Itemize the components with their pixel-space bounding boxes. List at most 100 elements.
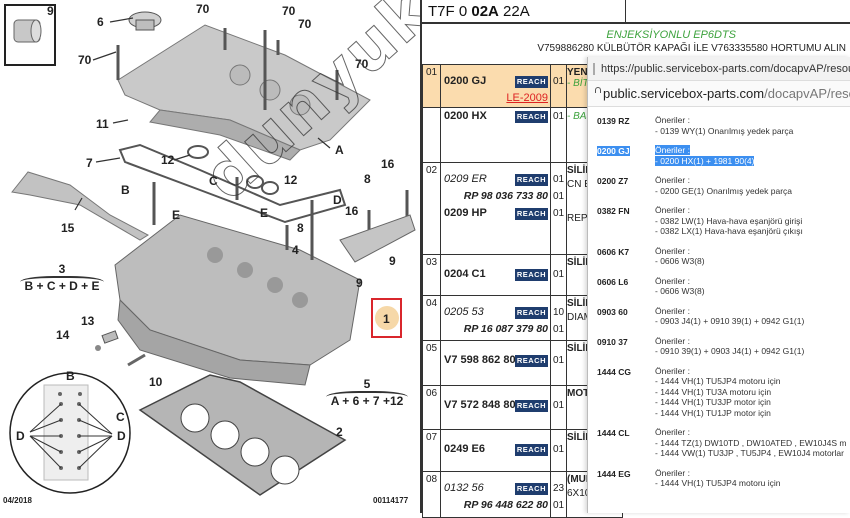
callout-9[interactable]: 9	[389, 254, 396, 268]
part-number[interactable]: 0205 53	[444, 306, 484, 318]
quantity: 01	[553, 355, 565, 366]
quantity: 01	[553, 500, 565, 511]
callout-13[interactable]: 13	[81, 314, 95, 328]
description: REPA	[567, 213, 594, 224]
callout-70[interactable]: 70	[282, 4, 296, 18]
reach-badge: REACH	[514, 444, 548, 456]
rp-number: RP 98 036 733 80	[463, 190, 548, 202]
part-number[interactable]: V7 572 848 80	[444, 399, 516, 411]
callout-15[interactable]: 15	[61, 221, 75, 235]
callout-12[interactable]: 12	[161, 153, 175, 167]
suggestion-code: 0200 GJ	[597, 146, 630, 156]
suggestion-item: 0903 60 Öneriler :- 0903 J4(1) + 0910 39…	[597, 305, 805, 327]
callout-6[interactable]: 6	[97, 15, 104, 29]
suggestion-code: 0606 L6	[597, 276, 629, 287]
suggestion-item: 0382 FN Öneriler :- 0382 LW(1) Hava-hava…	[597, 205, 803, 236]
position-cell: 03	[422, 254, 441, 296]
callout-12[interactable]: 12	[284, 173, 298, 187]
position-cell: 06	[422, 385, 441, 430]
reach-badge: REACH	[514, 208, 548, 220]
part-number[interactable]: 0204 C1	[444, 268, 486, 280]
description-title: MOTO	[567, 388, 597, 399]
callout-11[interactable]: 11	[96, 117, 109, 131]
callout-8[interactable]: 8	[364, 172, 371, 186]
instruction-note: V759886280 KÜLBÜTÖR KAPAĞI İLE V76333558…	[537, 43, 846, 54]
part-number[interactable]: 0209 ER	[444, 173, 487, 185]
quantity: 01	[553, 174, 565, 185]
suggestion-code: 1444 CG	[597, 366, 632, 377]
callout-9[interactable]: 9	[356, 276, 363, 290]
table-row[interactable]: 02 0209 ER REACH RP 98 036 733 80 0209 HP…	[422, 162, 623, 255]
reach-badge: REACH	[514, 355, 548, 367]
suggestion-code: 0606 K7	[597, 246, 630, 257]
address-bar[interactable]: public.servicebox-parts.com/docapvAP/res…	[588, 81, 850, 107]
part-number[interactable]: 0132 56	[444, 482, 484, 494]
part-number[interactable]: 0200 HX	[444, 110, 487, 122]
position-cell: 05	[422, 340, 441, 386]
callout-16[interactable]: 16	[345, 204, 359, 218]
suggestion-code: 0139 RZ	[597, 116, 630, 126]
engine-illustration	[9, 11, 416, 496]
suggestions-list: 0139 RZ Öneriler :- 0139 WY(1) Onarılmış…	[588, 107, 850, 489]
part-number[interactable]: V7 598 862 80	[444, 354, 516, 366]
callout-D[interactable]: D	[333, 193, 342, 207]
callout-70[interactable]: 70	[355, 57, 369, 71]
description-title: (MUL	[567, 474, 593, 485]
callout-A[interactable]: A	[335, 143, 344, 157]
position-cell: 02	[422, 162, 441, 255]
callout-E[interactable]: E	[172, 208, 181, 222]
quantity: 01	[553, 444, 565, 455]
callout-4[interactable]: 4	[292, 243, 299, 257]
callout-1[interactable]: 1	[383, 312, 390, 326]
description-title: SİLİN	[567, 165, 593, 176]
callout-8[interactable]: 8	[297, 221, 304, 235]
callout-9[interactable]: 9	[47, 4, 54, 18]
suggestion-code: 0903 60	[597, 306, 628, 317]
callout-14[interactable]: 14	[56, 328, 70, 342]
callout-2[interactable]: 2	[336, 425, 343, 439]
quantity: 01	[553, 400, 565, 411]
callout-B[interactable]: B	[121, 183, 130, 197]
callout-16[interactable]: 16	[381, 157, 395, 171]
rp-number: RP 96 448 622 80	[463, 499, 548, 511]
page-icon	[593, 62, 595, 75]
inset-label-D: D	[117, 429, 126, 443]
description-title: SİLİN	[567, 343, 593, 354]
diagram-date: 04/2018	[3, 496, 32, 505]
callout-70[interactable]: 70	[196, 2, 210, 16]
reach-badge: REACH	[514, 111, 548, 123]
callout-C[interactable]: C	[209, 174, 218, 188]
inset-label-B: B	[66, 369, 75, 383]
quantity: 01	[553, 269, 565, 280]
callout-70[interactable]: 70	[298, 17, 312, 31]
position-cell: 04	[422, 295, 441, 341]
description-title: YENİ	[567, 67, 591, 78]
callout-70[interactable]: 70	[78, 53, 92, 67]
reach-badge: REACH	[514, 269, 548, 281]
suggestion-code: 0382 FN	[597, 206, 630, 216]
suggestion-code: 0200 Z7	[597, 176, 629, 186]
suggestion-item: 0606 L6 Öneriler :- 0606 W3(8)	[597, 275, 705, 297]
rp-number: RP 16 087 379 80	[463, 323, 548, 335]
part-number[interactable]: 0209 HP	[444, 207, 487, 219]
catalog-reference: T7F 0 02A 22A	[422, 0, 626, 22]
callout-10[interactable]: 10	[149, 375, 163, 389]
le-link[interactable]: LE-2009	[506, 92, 548, 104]
suggestions-popup-window[interactable]: https://public.servicebox-parts.com/doca…	[587, 57, 850, 513]
callout-7[interactable]: 7	[86, 156, 93, 170]
description-title: SİLİN	[567, 257, 593, 268]
popup-title-url: https://public.servicebox-parts.com/doca…	[601, 62, 850, 75]
suggestion-code: 0910 37	[597, 336, 628, 347]
inset-label-C: C	[116, 410, 125, 424]
callout-E[interactable]: E	[260, 206, 269, 220]
part-number[interactable]: 0249 E6	[444, 443, 485, 455]
address-url[interactable]: public.servicebox-parts.com/docapvAP/res…	[603, 86, 850, 101]
selected-callout-highlight[interactable]	[371, 298, 402, 338]
popup-title-bar[interactable]: https://public.servicebox-parts.com/doca…	[588, 57, 850, 81]
description: - BAŞ	[567, 111, 594, 122]
description: 6X10	[567, 488, 591, 499]
suggestion-code: 1444 CL	[597, 428, 630, 438]
part-number[interactable]: 0200 GJ	[444, 75, 487, 87]
